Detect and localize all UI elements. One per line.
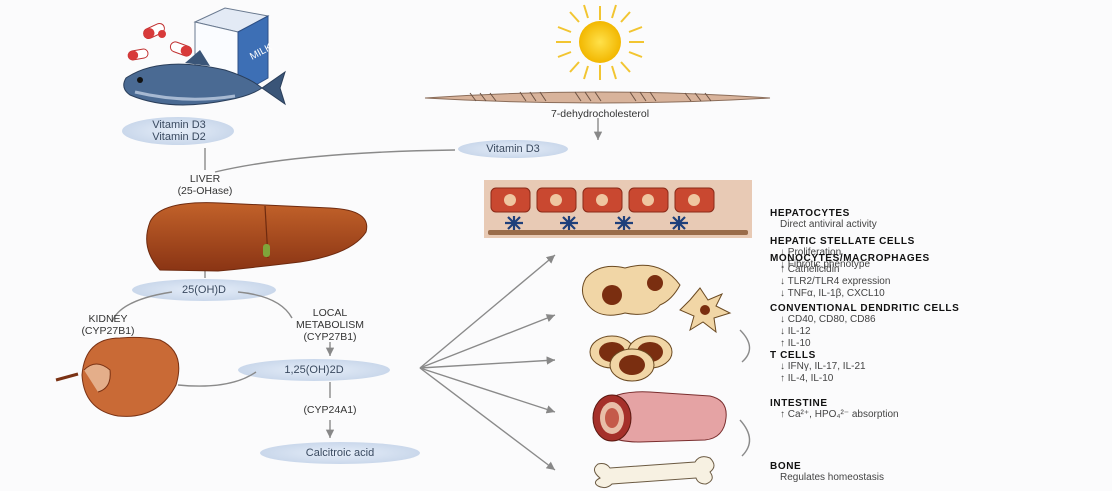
target-effect: ↑ Ca²⁺, HPO₄²⁻ absorption <box>770 409 899 421</box>
kidney-label: KIDNEY (CYP27B1) <box>58 313 158 337</box>
target-conventional-dendritic-cells: CONVENTIONAL DENDRITIC CELLS ↓ CD40, CD8… <box>770 303 959 350</box>
skin-layer-icon <box>425 92 770 103</box>
liver-icon <box>147 203 367 271</box>
vitamin-d3-label: Vitamin D3 <box>124 119 234 131</box>
vitamin-d2-label: Vitamin D2 <box>124 131 234 143</box>
intestine-icon <box>593 392 726 442</box>
target-title: BONE <box>770 461 884 472</box>
target-effect: ↓ IL-12 <box>770 326 959 338</box>
skin-vitamin-label: Vitamin D3 <box>458 143 568 155</box>
active-form-label: 1,25(OH)2D <box>264 364 364 376</box>
kidney-icon <box>56 337 179 416</box>
target-effect: ↑ IL-10 <box>770 338 959 350</box>
sun-icon <box>556 5 644 80</box>
target-title: HEPATOCYTES <box>770 208 877 219</box>
target-intestine: INTESTINE ↑ Ca²⁺, HPO₄²⁻ absorption <box>770 398 899 421</box>
target-t-cells: T CELLS ↓ IFNγ, IL-17, IL-21 ↑ IL-4, IL-… <box>770 350 866 385</box>
bone-icon <box>594 457 714 488</box>
metabolite-25-label: 25(OH)D <box>154 284 254 296</box>
target-title: INTESTINE <box>770 398 899 409</box>
dietary-vitamins-label: Vitamin D3 Vitamin D2 <box>124 119 234 143</box>
target-title: T CELLS <box>770 350 866 361</box>
target-effect: ↑ Cathelicidin <box>770 264 930 276</box>
target-effect: ↓ CD40, CD80, CD86 <box>770 314 959 326</box>
target-monocytes-macrophages: MONOCYTES/MACROPHAGES ↑ Cathelicidin ↓ T… <box>770 253 930 300</box>
target-title: HEPATIC STELLATE CELLS <box>770 236 915 247</box>
target-bone: BONE Regulates homeostasis <box>770 461 884 484</box>
hepatocyte-panel-icon <box>484 180 752 238</box>
target-effect: Regulates homeostasis <box>770 472 884 484</box>
catabolic-enzyme-label: (CYP24A1) <box>280 404 380 416</box>
target-effect: ↓ TNFα, IL-1β, CXCL10 <box>770 288 930 300</box>
target-effect: ↓ IFNγ, IL-17, IL-21 <box>770 361 866 373</box>
target-title: CONVENTIONAL DENDRITIC CELLS <box>770 303 959 314</box>
macrophage-icon <box>582 265 730 332</box>
target-effect: ↑ IL-4, IL-10 <box>770 373 866 385</box>
t-cells-icon <box>590 336 672 381</box>
target-title: MONOCYTES/MACROPHAGES <box>770 253 930 264</box>
pills-icon <box>127 22 193 61</box>
target-effect: ↓ TLR2/TLR4 expression <box>770 276 930 288</box>
local-metabolism-label: LOCAL METABOLISM (CYP27B1) <box>275 307 385 343</box>
target-effect: Direct antiviral activity <box>770 219 877 231</box>
target-hepatocytes: HEPATOCYTES Direct antiviral activity <box>770 208 877 231</box>
liver-label: LIVER (25-OHase) <box>155 173 255 197</box>
skin-precursor-label: 7-dehydrocholesterol <box>520 108 680 120</box>
end-product-label: Calcitroic acid <box>280 447 400 459</box>
